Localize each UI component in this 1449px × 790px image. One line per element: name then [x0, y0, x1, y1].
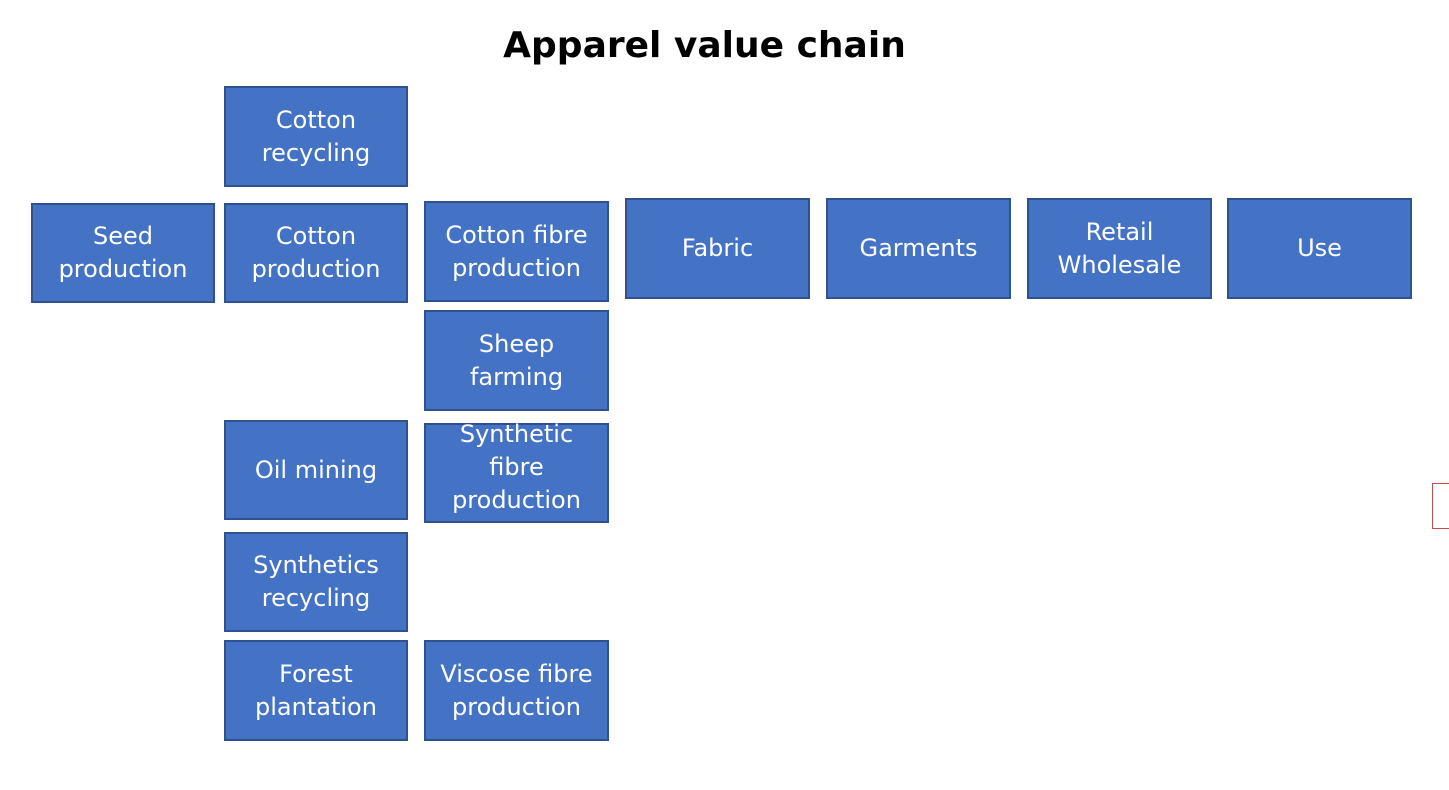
box-label: Cotton recycling	[261, 105, 371, 167]
box-label: Use	[1297, 234, 1342, 262]
box-label: Synthetics recycling	[253, 551, 379, 612]
box-label: Viscose fibre production	[440, 659, 593, 721]
box-retail-wholesale: Retail Wholesale	[1027, 198, 1212, 299]
box-forest-plantation: Forest plantation	[224, 640, 408, 741]
box-label: Forest plantation	[255, 659, 377, 721]
box-synthetic-fibre-production: Synthetic fibre production	[424, 420, 609, 523]
box-label: Synthetic fibre production	[452, 419, 581, 514]
box-sheep-farming: Sheep farming	[424, 310, 609, 411]
box-use: Use	[1227, 198, 1412, 299]
box-viscose-fibre-production: Viscose fibre production	[424, 640, 609, 741]
box-cotton-recycling: Cotton recycling	[224, 86, 408, 187]
edge-shape	[1432, 483, 1449, 529]
diagram-title: Apparel value chain	[503, 25, 906, 66]
box-fabric: Fabric	[625, 198, 810, 299]
box-label: Cotton fibre production	[445, 220, 588, 282]
box-label: Retail Wholesale	[1057, 217, 1182, 279]
box-label: Cotton production	[251, 222, 381, 283]
box-oil-mining: Oil mining	[224, 420, 408, 520]
box-label: Oil mining	[254, 455, 378, 484]
box-synthetics-recycling: Synthetics recycling	[224, 532, 408, 632]
box-cotton-fibre-production: Cotton fibre production	[424, 201, 609, 302]
box-cotton-production: Cotton production	[224, 203, 408, 303]
box-label: Sheep farming	[469, 329, 564, 391]
box-seed-production: Seed production	[31, 203, 215, 303]
box-label: Fabric	[681, 234, 754, 262]
box-label: Seed production	[58, 222, 188, 283]
box-label: Garments	[859, 234, 978, 262]
box-garments: Garments	[826, 198, 1011, 299]
